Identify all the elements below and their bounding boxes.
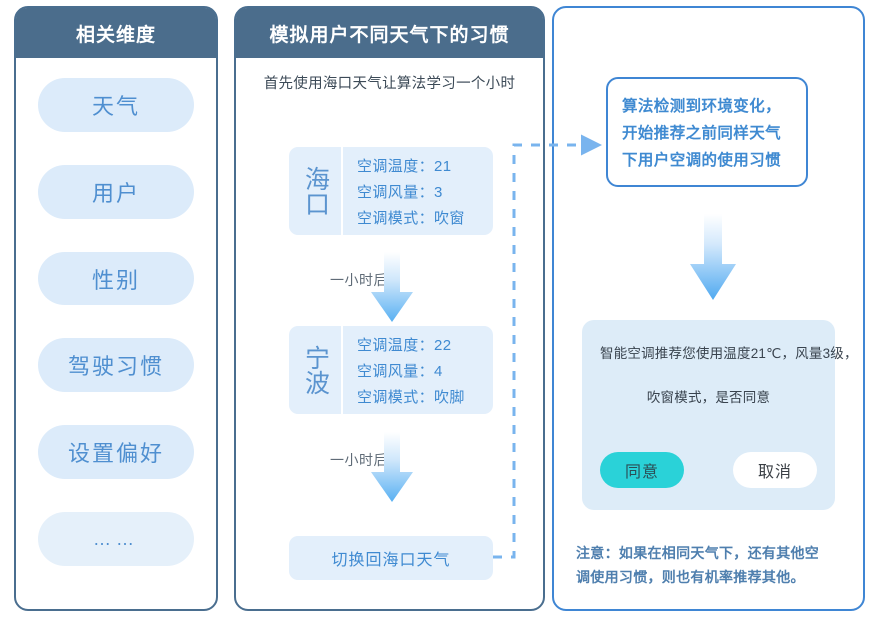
mid-panel-title: 模拟用户不同天气下的习惯: [236, 8, 543, 58]
recommendation-line-2: 吹窗模式，是否同意: [646, 390, 771, 405]
ac-temperature-haikou: 空调温度：21: [357, 157, 452, 175]
simulation-panel: 模拟用户不同天气下的习惯 首先使用海口天气让算法学习一个小时 海口 空调温度：2…: [234, 6, 545, 611]
ac-mode-ningbo: 空调模式：吹脚: [357, 388, 465, 406]
dimension-item-setting-preference[interactable]: 设置偏好: [38, 425, 194, 480]
recommendation-button-row: 同意 取消: [600, 452, 817, 488]
city-name-ningbo: 宁波: [289, 326, 343, 414]
step-label-after-one-hour-2: 一小时后: [330, 452, 388, 468]
switch-back-weather-box[interactable]: 切换回海口天气: [289, 536, 493, 580]
mid-panel-body: 首先使用海口天气让算法学习一个小时 海口 空调温度：21 空调风量：3 空调模式…: [236, 58, 543, 609]
callout-line-2: 开始推荐之前同样天气: [622, 125, 782, 142]
algorithm-detection-callout: 算法检测到环境变化， 开始推荐之前同样天气 下用户空调的使用习惯: [606, 77, 808, 187]
ac-temperature-ningbo: 空调温度：22: [357, 336, 452, 354]
city-card-haikou: 海口 空调温度：21 空调风量：3 空调模式：吹窗: [289, 147, 493, 235]
agree-button[interactable]: 同意: [600, 452, 684, 488]
city-attrs-ningbo: 空调温度：22 空调风量：4 空调模式：吹脚: [343, 326, 493, 414]
step-label-after-one-hour-1: 一小时后: [330, 272, 388, 288]
recommendation-dialog: 智能空调推荐您使用温度21℃，风量3级， 吹窗模式，是否同意 同意 取消: [582, 320, 858, 510]
simulation-intro-text: 首先使用海口天气让算法学习一个小时: [263, 76, 516, 92]
footnote: 注意：如果在相同天气下，还有其他空 调使用习惯，则也有机率推荐其他。: [576, 542, 848, 590]
callout-line-3: 下用户空调的使用习惯: [622, 152, 782, 169]
dimension-item-gender[interactable]: 性别: [38, 251, 194, 306]
dimension-item-driving-habit[interactable]: 驾驶习惯: [38, 338, 194, 393]
down-arrow-icon-2: [371, 432, 413, 502]
dimension-item-user[interactable]: 用户: [38, 164, 194, 219]
footnote-line-1: 注意：如果在相同天气下，还有其他空: [576, 545, 820, 561]
recommendation-panel: 算法检测到环境变化， 开始推荐之前同样天气 下用户空调的使用习惯 智能空调推荐您…: [552, 6, 865, 611]
related-dimensions-panel: 相关维度 天气 用户 性别 驾驶习惯 设置偏好 ……: [14, 6, 218, 611]
footnote-line-2: 调使用习惯，则也有机率推荐其他。: [576, 568, 805, 585]
left-panel-body: 天气 用户 性别 驾驶习惯 设置偏好 ……: [16, 58, 216, 609]
dimension-list: 天气 用户 性别 驾驶习惯 设置偏好 ……: [16, 58, 216, 609]
dimension-item-more[interactable]: ……: [38, 512, 194, 566]
ac-mode-haikou: 空调模式：吹窗: [357, 209, 465, 227]
ac-fanspeed-ningbo: 空调风量：4: [357, 362, 443, 380]
dimension-item-weather[interactable]: 天气: [38, 78, 194, 132]
down-arrow-icon-3: [690, 214, 736, 300]
left-panel-title: 相关维度: [16, 8, 216, 58]
callout-line-1: 算法检测到环境变化，: [622, 98, 782, 115]
city-name-haikou: 海口: [289, 147, 343, 235]
city-attrs-haikou: 空调温度：21 空调风量：3 空调模式：吹窗: [343, 147, 493, 235]
recommendation-line-1: 智能空调推荐您使用温度21℃，风量3级，: [600, 346, 858, 361]
city-card-ningbo: 宁波 空调温度：22 空调风量：4 空调模式：吹脚: [289, 326, 493, 414]
down-arrow-icon-1: [371, 252, 413, 322]
cancel-button[interactable]: 取消: [733, 452, 817, 488]
ac-fanspeed-haikou: 空调风量：3: [357, 183, 443, 201]
